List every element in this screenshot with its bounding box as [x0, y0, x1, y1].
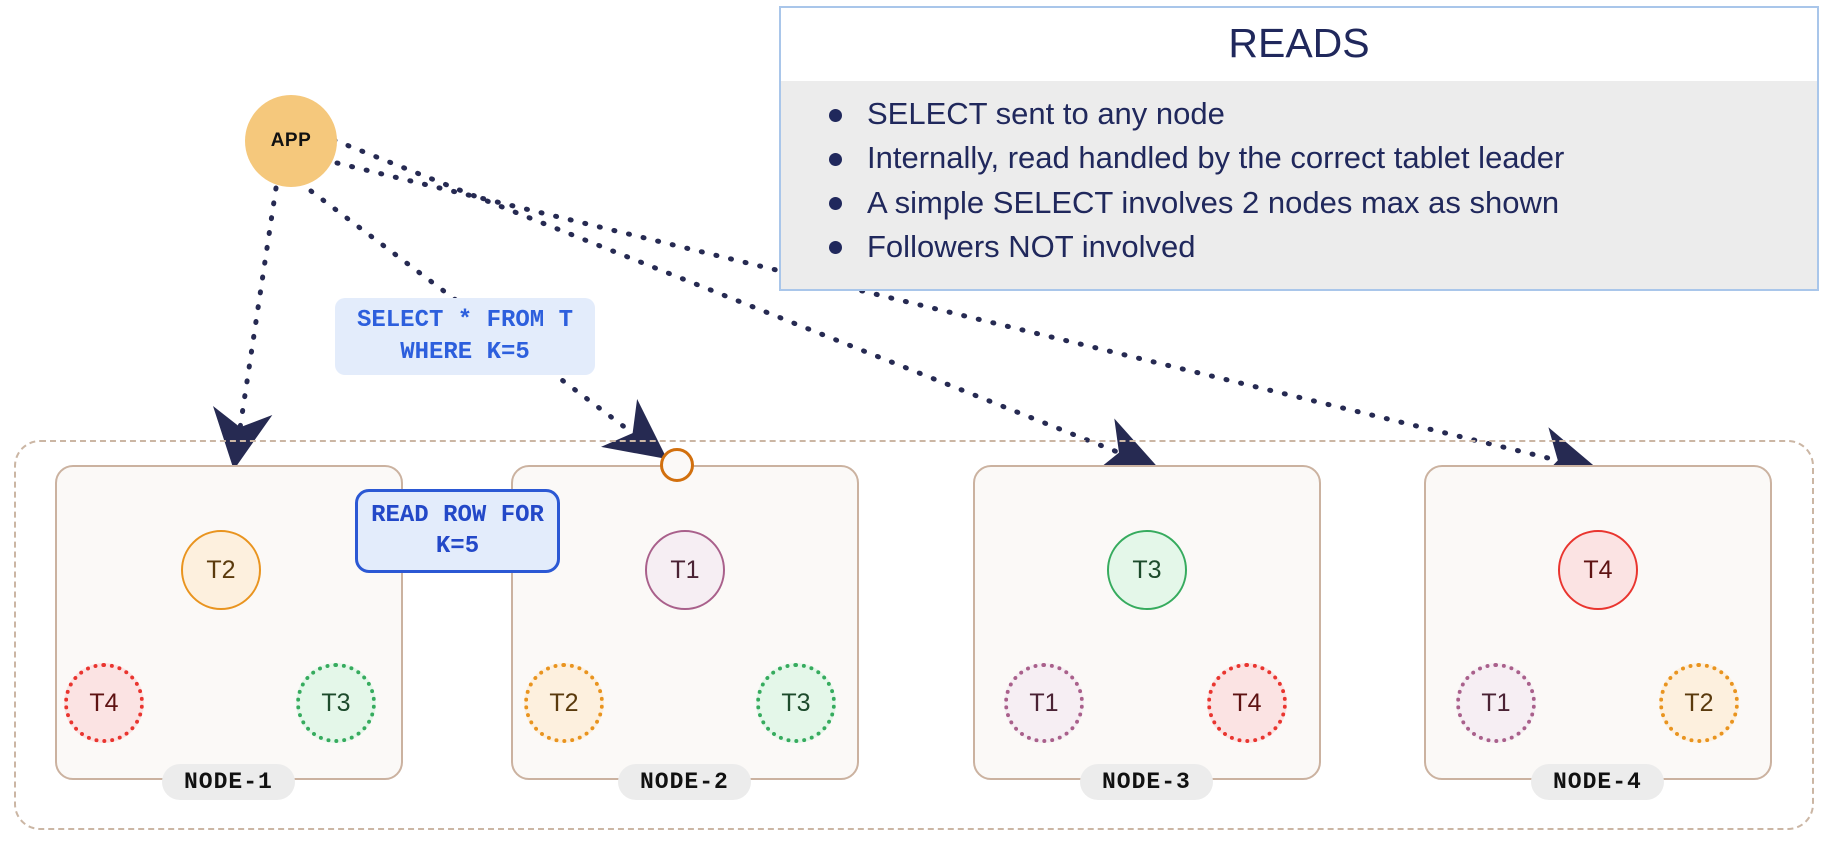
- tablet-label: T1: [1481, 688, 1511, 717]
- tablet-label: T1: [670, 555, 700, 584]
- node-2-entry-point: [660, 448, 694, 482]
- tablet-leader-node-4[interactable]: T4: [1558, 530, 1638, 610]
- reads-bullet-text: SELECT sent to any node: [867, 96, 1225, 131]
- sql-query-callout: SELECT * FROM T WHERE K=5: [335, 298, 595, 376]
- tablet-follower-node-2-b[interactable]: T3: [756, 663, 836, 743]
- list-item: A simple SELECT involves 2 nodes max as …: [815, 183, 1797, 223]
- reads-panel-title: READS: [781, 8, 1817, 81]
- tablet-follower-node-4-b[interactable]: T2: [1659, 663, 1739, 743]
- bullet-icon: [829, 241, 842, 255]
- reads-bullet-list: SELECT sent to any node Internally, read…: [781, 94, 1817, 267]
- reads-bullet-text: A simple SELECT involves 2 nodes max as …: [867, 184, 1560, 220]
- cluster-boundary: [14, 440, 1814, 830]
- read-row-callout: READ ROW FOR K=5: [355, 489, 560, 574]
- reads-bullet-text: Followers NOT involved: [867, 228, 1196, 264]
- list-item: Followers NOT involved: [815, 227, 1797, 267]
- tablet-follower-node-4-a[interactable]: T1: [1456, 663, 1536, 743]
- reads-panel-body: SELECT sent to any node Internally, read…: [781, 81, 1817, 290]
- tablet-leader-node-2[interactable]: T1: [645, 530, 725, 610]
- tablet-label: T4: [1583, 555, 1613, 584]
- tablet-leader-node-3[interactable]: T3: [1107, 530, 1187, 610]
- tablet-label: T3: [781, 688, 811, 717]
- bullet-icon: [829, 197, 842, 211]
- tablet-label: T3: [1132, 555, 1162, 584]
- tablet-label: T1: [1029, 688, 1059, 717]
- node-label-4: NODE-4: [1531, 764, 1664, 800]
- node-label-1: NODE-1: [162, 764, 295, 800]
- reads-bullet-text: Internally, read handled by the correct …: [867, 140, 1565, 176]
- app-node[interactable]: APP: [245, 95, 337, 187]
- tablet-label: T4: [89, 688, 119, 717]
- tablet-follower-node-3-b[interactable]: T4: [1207, 663, 1287, 743]
- tablet-label: T4: [1232, 688, 1262, 717]
- tablet-label: T2: [549, 688, 579, 717]
- arrow-app-to-node-1: [212, 185, 279, 470]
- bullet-icon: [829, 152, 842, 166]
- list-item: SELECT sent to any node: [815, 94, 1797, 134]
- tablet-leader-node-1[interactable]: T2: [181, 530, 261, 610]
- bullet-icon: [829, 108, 842, 122]
- node-label-2: NODE-2: [618, 764, 751, 800]
- node-label-3: NODE-3: [1080, 764, 1213, 800]
- tablet-label: T2: [206, 555, 236, 584]
- app-label: APP: [270, 130, 312, 151]
- tablet-follower-node-2-a[interactable]: T2: [524, 663, 604, 743]
- tablet-follower-node-1-a[interactable]: T4: [64, 663, 144, 743]
- tablet-follower-node-3-a[interactable]: T1: [1004, 663, 1084, 743]
- tablet-label: T2: [1684, 688, 1714, 717]
- tablet-follower-node-1-b[interactable]: T3: [296, 663, 376, 743]
- tablet-label: T3: [321, 688, 351, 717]
- list-item: Internally, read handled by the correct …: [815, 138, 1797, 178]
- reads-info-panel: READS SELECT sent to any node Internally…: [779, 6, 1819, 292]
